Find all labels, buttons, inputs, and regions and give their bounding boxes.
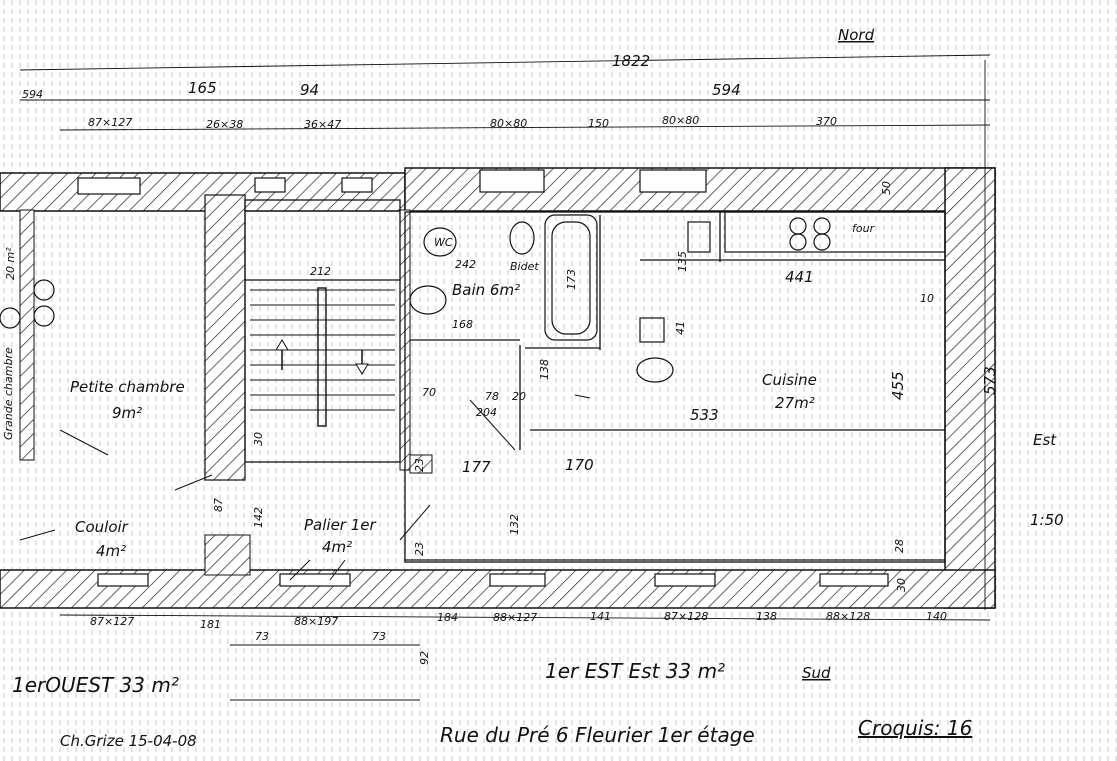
fixture-four: four: [852, 222, 876, 235]
dim-73-a: 73: [255, 630, 269, 643]
dim-window-80x80-a: 80×80: [490, 117, 527, 130]
dim-28: 28: [893, 539, 906, 553]
dim-window-88x197: 88×197: [294, 615, 338, 628]
dim-window-80x80-b: 80×80: [662, 114, 699, 127]
dim-173: 173: [565, 269, 578, 290]
dim-177: 177: [462, 458, 491, 476]
room-cuisine: Cuisine: [762, 371, 817, 389]
room-grande-area: 20 m²: [4, 247, 17, 280]
dim-window-26x38: 26×38: [206, 118, 243, 131]
dim-20: 20: [512, 390, 526, 403]
footer-address: Rue du Pré 6 Fleurier 1er étage: [440, 723, 755, 747]
footer-croquis: Croquis: 16: [858, 716, 972, 740]
stove-round: [636, 357, 674, 383]
dim-window-87x127-bottom: 87×127: [90, 615, 134, 628]
dim-370: 370: [816, 115, 837, 128]
footer-sud: Sud: [802, 664, 831, 682]
room-couloir: Couloir: [75, 518, 129, 536]
dim-142: 142: [252, 507, 265, 528]
dim-181: 181: [200, 618, 221, 631]
dim-140: 140: [926, 610, 947, 623]
dim-170: 170: [565, 456, 594, 474]
washbasin: [409, 285, 447, 315]
dim-132: 132: [508, 514, 521, 535]
dim-23-upper: 23: [413, 458, 426, 472]
scale-label: 1:50: [1030, 511, 1064, 529]
room-bain: Bain 6m²: [452, 281, 520, 299]
walls: [0, 167, 996, 609]
staircase: [250, 287, 395, 427]
window-openings: [77, 169, 889, 587]
dim-10: 10: [920, 292, 934, 305]
dim-455: 455: [889, 371, 907, 400]
room-palier: Palier 1er: [304, 516, 377, 534]
room-petite-chambre: Petite chambre: [70, 378, 185, 396]
dim-window-87x128: 87×128: [664, 610, 708, 623]
dimension-lines: [19, 54, 991, 701]
room-couloir-area: 4m²: [96, 542, 126, 560]
dim-212: 212: [310, 265, 331, 278]
fixture-bidet: Bidet: [510, 260, 539, 273]
dim-594-left: 594: [22, 88, 43, 101]
dim-533: 533: [690, 406, 719, 424]
dim-138: 138: [538, 359, 551, 380]
dim-242: 242: [455, 258, 476, 271]
dim-135: 135: [676, 251, 689, 272]
dim-87: 87: [212, 498, 225, 512]
dim-165: 165: [188, 79, 217, 97]
footer-est: 1er EST Est 33 m²: [545, 659, 725, 683]
footer-author-date: Ch.Grize 15-04-08: [60, 732, 197, 750]
dim-441: 441: [785, 268, 814, 286]
dim-window-88x127: 88×127: [493, 611, 537, 624]
dim-73-b: 73: [372, 630, 386, 643]
wc-bowl: [423, 227, 457, 257]
dim-window-87x127-top: 87×127: [88, 116, 132, 129]
east-label: Est: [1033, 431, 1057, 449]
dim-573: 573: [981, 366, 999, 395]
fixture-wc: WC: [434, 236, 453, 249]
dim-70: 70: [422, 386, 436, 399]
dim-30-stair: 30: [252, 432, 265, 446]
dim-30: 30: [895, 578, 908, 592]
dim-50: 50: [880, 181, 893, 195]
dim-138-bottom: 138: [756, 610, 777, 623]
dim-23-lower: 23: [413, 542, 426, 556]
room-grande-chambre: Grande chambre: [2, 347, 15, 440]
dim-window-88x128: 88×128: [826, 610, 870, 623]
interior-lines: [244, 199, 946, 563]
dim-594-right: 594: [712, 81, 741, 99]
dim-overall: 1822: [612, 52, 650, 70]
door-swings: [19, 394, 591, 581]
dim-94: 94: [300, 81, 319, 99]
room-cuisine-area: 27m²: [775, 394, 815, 412]
north-label: Nord: [838, 26, 875, 44]
bathtub: [544, 214, 598, 341]
bidet-bowl: [509, 221, 535, 255]
dim-41: 41: [674, 321, 687, 335]
footer-ouest: 1erOUEST 33 m²: [12, 673, 179, 697]
dim-141: 141: [590, 610, 611, 623]
room-petite-area: 9m²: [112, 404, 142, 422]
room-palier-area: 4m²: [322, 538, 352, 556]
dim-78: 78: [485, 390, 499, 403]
dim-204: 204: [476, 406, 497, 419]
dim-92: 92: [418, 651, 431, 665]
dim-window-36x47: 36×47: [304, 118, 341, 131]
kitchen-counter: [724, 211, 946, 253]
dim-168: 168: [452, 318, 473, 331]
fixtures: [0, 211, 946, 383]
dim-184: 184: [437, 611, 458, 624]
dim-150: 150: [588, 117, 609, 130]
